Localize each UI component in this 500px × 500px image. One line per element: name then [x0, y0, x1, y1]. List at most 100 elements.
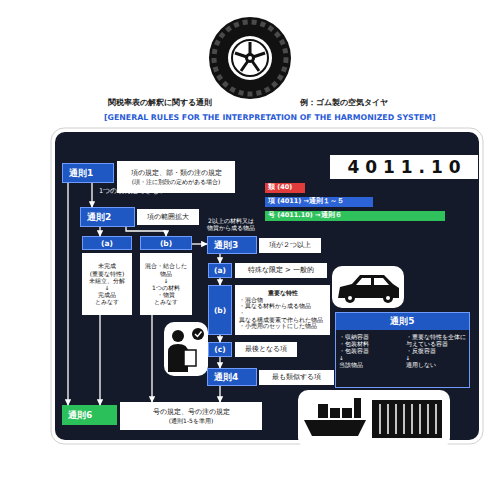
node-text: (b) [160, 239, 172, 248]
rib [411, 404, 413, 434]
container [372, 400, 442, 438]
flow-arrow [126, 227, 166, 236]
flow-arrow [91, 183, 92, 207]
subrule-description-box: 最後となる項 [235, 342, 297, 357]
check-badge [192, 328, 204, 340]
node-text: 4 0 1 1 . 1 0 [348, 157, 461, 177]
node-body-text: ・混合物 ・異なる材料から成る物品 ・異なる構成要素で作られた物品 ・小売用のセ… [237, 297, 328, 331]
flow-arrow [219, 254, 220, 263]
hub-cap [248, 56, 252, 60]
rule-box: 通則6 [62, 405, 117, 425]
shipping-icons [298, 390, 450, 448]
subrule-box: (b) [208, 285, 232, 335]
flow-arrow [151, 315, 152, 402]
ship-cargo [318, 404, 328, 418]
level-bar: 号 (4011.10) →通則６ [265, 211, 445, 221]
ship-cargo [330, 408, 340, 418]
diagram-title: 関税率表の解釈に関する通則 [108, 97, 212, 108]
rim-hub [245, 53, 255, 63]
node-text: (a) [214, 266, 226, 275]
clipboard [184, 350, 196, 366]
rule-description-box: 項の範囲拡大 [137, 209, 199, 225]
node-body-text: ・収納容器 ・包装材料 ・包装容器 ↓ 当該物品 [336, 334, 403, 369]
node-text: (a) [101, 239, 113, 248]
flow-arrow [219, 278, 220, 285]
tire-outer [209, 17, 291, 99]
subrule-description-box: 混合・結合した 物品 ↓ 1つの材料 ・物質 とみなす [140, 253, 192, 315]
node-text: 最後となる項 [245, 345, 287, 353]
flow-arrow [99, 315, 100, 405]
rule-box: 通則3 [207, 236, 257, 254]
wheel-hub [386, 296, 390, 300]
node-text: 未完成 (重要な特性) 未組立、分解 ↓ 完成品 とみなす [84, 262, 130, 305]
subrule-description-box: 未完成 (重要な特性) 未組立、分解 ↓ 完成品 とみなす [82, 253, 132, 315]
flow-arrow [219, 386, 220, 402]
flow-arrow [219, 357, 220, 368]
rib [379, 404, 381, 434]
subrule-box: (a) [208, 263, 232, 278]
rule-box: 通則2 [80, 207, 135, 227]
node-text: 通則1 [69, 168, 93, 179]
edge-label: 1つの項特定できない [99, 187, 166, 196]
tire-illustration [209, 17, 291, 99]
icon-backing [164, 322, 208, 376]
rule-box: 通則4 [207, 368, 257, 386]
check-mark [195, 332, 202, 337]
node-text: 通則2 [87, 212, 111, 223]
ship-bridge [354, 398, 361, 418]
car-window [356, 278, 389, 285]
wheel-hub [348, 296, 352, 300]
rib [387, 404, 389, 434]
node-text: 号 (4011.10) →通則６ [268, 212, 342, 220]
node-text: 類 (40) [268, 184, 292, 192]
flow-arrow [192, 243, 207, 244]
person-head [172, 330, 184, 342]
rib [395, 404, 397, 434]
node-text: 特殊な限定 > 一般的 [248, 266, 314, 274]
node-text: 号の規定、号の注の規定 [153, 408, 230, 416]
car-wheel [383, 293, 393, 303]
rule-description-box: 号の規定、号の注の規定(通則1-5を準用) [120, 402, 262, 430]
annotation-label: 例：ゴム製の空気タイヤ [300, 97, 388, 108]
node-text: 項の規定、部・類の注の規定 [131, 169, 222, 177]
level-bar: 類 (40) [265, 183, 305, 193]
code-box: 4 0 1 1 . 1 0 [330, 155, 478, 179]
level-bar: 項 (4011) →通則１～５ [265, 197, 373, 207]
node-body-text: ・重要な特性を全体に 与えている容器 ・反復容器 ↓ 適用しない [403, 334, 470, 369]
node-text: 重要な特性 [268, 290, 298, 297]
node-text: 通則4 [214, 372, 238, 383]
node-text: 混合・結合した 物品 ↓ 1つの材料 ・物質 とみなす [142, 262, 190, 305]
node-text: 通則6 [68, 410, 92, 421]
rib [427, 404, 429, 434]
rib [419, 404, 421, 434]
ship-hull [304, 420, 366, 436]
tire-tread [214, 22, 286, 94]
rule-description-box: 項が２つ以上 [259, 238, 321, 253]
node-text: 項 (4011) →通則１～５ [268, 198, 344, 206]
subrule-description-box: 重要な特性・混合物 ・異なる材料から成る物品 ・異なる構成要素で作られた物品 ・… [235, 285, 330, 335]
tire-rim [228, 36, 272, 80]
subrule-description-box: 特殊な限定 > 一般的 [235, 263, 327, 278]
rule-box: 通則1 [62, 163, 114, 183]
edge-label: 2以上の材料又は 物質から成る物品 [200, 217, 262, 231]
icon-backing [332, 266, 404, 308]
node-text: 最も類似する項 [272, 373, 321, 381]
node-text: (b) [214, 306, 226, 315]
node-text: 項が２つ以上 [269, 241, 311, 249]
rib [403, 404, 405, 434]
subrule-box: (b) [140, 236, 192, 250]
rim-spokes [235, 42, 265, 71]
ship-cargo [342, 408, 352, 418]
node-body-text: (項・注に別段の定めがある場合) [132, 178, 221, 185]
rim-ring [232, 40, 268, 76]
node-body-text: (通則1-5を準用) [169, 417, 213, 424]
node-text: (c) [214, 345, 225, 354]
rib [435, 404, 437, 434]
node-text: 項の範囲拡大 [147, 213, 189, 221]
subrule-box: (c) [208, 342, 232, 357]
car-wheel [345, 293, 355, 303]
rule-panel: 通則5・収納容器 ・包装材料 ・包装容器 ↓ 当該物品・重要な特性を全体に 与え… [335, 312, 470, 388]
person-icon [164, 322, 208, 376]
node-text: 通則3 [214, 240, 238, 251]
